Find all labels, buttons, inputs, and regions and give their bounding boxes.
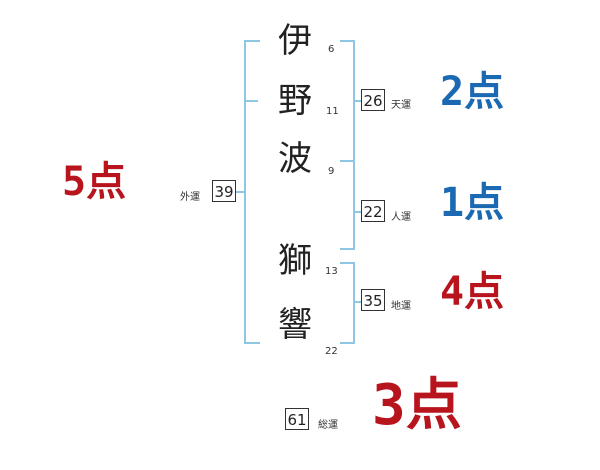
name-char-3: 波 xyxy=(278,139,312,179)
soukaku-value: 61 xyxy=(285,408,309,430)
name-char-3-strokes: 9 xyxy=(328,166,335,177)
outer-bracket-tick-mid xyxy=(244,100,258,102)
name-char-1-strokes: 6 xyxy=(328,44,335,55)
soukaku-score: 3点 xyxy=(372,378,462,434)
tenkaku-score-number: 2 xyxy=(440,69,465,115)
gaikaku-label: 外運 xyxy=(180,192,200,203)
jinkaku-bracket xyxy=(340,158,355,250)
soukaku-score-number: 3 xyxy=(372,373,406,438)
name-char-4: 獅 xyxy=(278,241,312,281)
name-char-5: 響 xyxy=(278,305,312,345)
gaikaku-value: 39 xyxy=(212,180,236,202)
chikaku-score: 4点 xyxy=(440,272,504,312)
jinkaku-score: 1点 xyxy=(440,183,504,223)
soukaku-label: 総運 xyxy=(318,420,338,431)
name-char-4-strokes: 13 xyxy=(325,266,338,277)
jinkaku-score-number: 1 xyxy=(440,180,465,226)
chikaku-connector xyxy=(353,301,361,303)
gaikaku-score-unit: 点 xyxy=(86,159,127,205)
name-char-1: 伊 xyxy=(278,21,312,61)
name-char-5-strokes: 22 xyxy=(325,346,338,357)
chikaku-score-unit: 点 xyxy=(464,269,505,315)
outer-bracket xyxy=(244,40,260,344)
jinkaku-connector xyxy=(353,211,361,213)
chikaku-label: 地運 xyxy=(391,301,411,312)
jinkaku-value: 22 xyxy=(361,200,385,222)
tenkaku-connector xyxy=(353,100,361,102)
name-char-2-strokes: 11 xyxy=(326,106,339,117)
chikaku-score-number: 4 xyxy=(440,269,465,315)
chikaku-bracket xyxy=(340,262,355,344)
soukaku-score-unit: 点 xyxy=(405,373,462,438)
jinkaku-label: 人運 xyxy=(391,212,411,223)
chikaku-value: 35 xyxy=(361,289,385,311)
tenkaku-score-unit: 点 xyxy=(464,69,505,115)
outer-bracket-connector xyxy=(236,191,246,193)
name-char-2: 野 xyxy=(278,81,312,121)
tenkaku-score: 2点 xyxy=(440,72,504,112)
gaikaku-score: 5点 xyxy=(62,162,126,202)
tenkaku-label: 天運 xyxy=(391,100,411,111)
tenkaku-value: 26 xyxy=(361,89,385,111)
gaikaku-score-number: 5 xyxy=(62,159,87,205)
jinkaku-score-unit: 点 xyxy=(464,180,505,226)
